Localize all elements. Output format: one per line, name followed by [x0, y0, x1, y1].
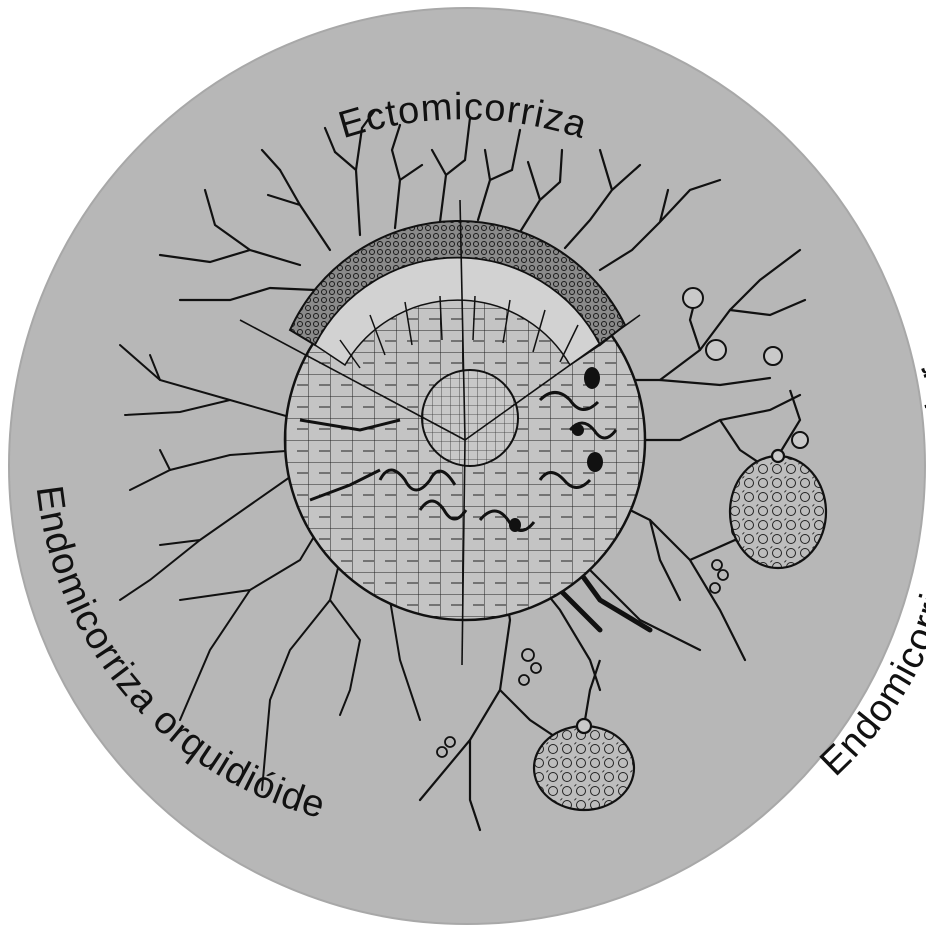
spore-right: [730, 456, 826, 568]
vascular-cylinder: [422, 370, 518, 466]
spore-bottom: [534, 726, 634, 810]
